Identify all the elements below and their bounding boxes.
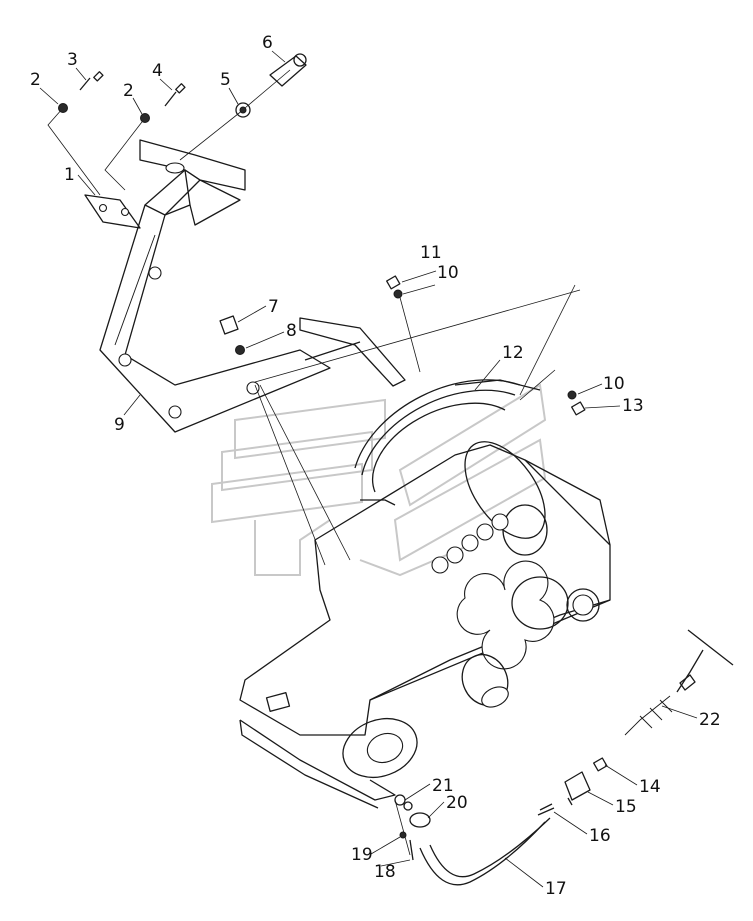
washer-part-2-left <box>58 103 68 113</box>
bolt-part-11 <box>386 275 401 290</box>
bolt-part-18 <box>409 839 414 861</box>
bracket-arm-part-9 <box>99 139 406 433</box>
callout-label: 20 <box>446 793 468 813</box>
bolt-part-6 <box>269 53 307 87</box>
leader-lines <box>47 69 581 856</box>
callout-labels: 1 2 2 3 4 5 6 7 8 9 10 10 11 12 13 14 15… <box>30 33 721 899</box>
oring-part-20 <box>409 812 431 828</box>
callout-label: 3 <box>67 50 78 70</box>
callout-label: 10 <box>437 263 459 283</box>
washer-part-10-right <box>567 390 577 400</box>
callout-label: 6 <box>262 33 273 53</box>
washer-part-8 <box>235 345 245 355</box>
callout-label: 13 <box>622 396 644 416</box>
seal-part-19 <box>399 831 407 839</box>
bolt-part-13 <box>571 401 586 416</box>
callout-label: 12 <box>502 343 524 363</box>
callout-label: 18 <box>374 862 396 882</box>
plug-part-14 <box>593 757 608 772</box>
callout-label: 8 <box>286 321 297 341</box>
callout-label: 9 <box>114 415 125 435</box>
callout-label: 7 <box>268 297 279 317</box>
gearbox-housing-part-12 <box>239 379 611 809</box>
callout-label: 1 <box>64 165 75 185</box>
bolt-part-4 <box>164 83 186 107</box>
callout-label: 4 <box>152 61 163 81</box>
callout-label: 21 <box>432 776 454 796</box>
hose-clamp-part-16 <box>537 803 555 816</box>
callout-label: 15 <box>615 797 637 817</box>
callout-label: 10 <box>603 374 625 394</box>
callout-leaders <box>39 50 698 888</box>
washer-part-10-top <box>393 289 403 299</box>
fitting-part-15 <box>564 771 591 806</box>
callout-label: 11 <box>420 243 442 263</box>
callout-label: 2 <box>30 70 41 90</box>
watermark-logo <box>211 383 547 577</box>
drain-hose-part-17 <box>419 817 551 886</box>
callout-label: 22 <box>699 710 721 730</box>
cover-plate-part-1 <box>84 194 141 229</box>
callout-label: 14 <box>639 777 661 797</box>
bolt-part-3 <box>79 71 104 91</box>
bolt-part-7 <box>219 315 239 335</box>
callout-label: 5 <box>220 70 231 90</box>
callout-label: 16 <box>589 826 611 846</box>
callout-label: 19 <box>351 845 373 865</box>
washer-part-2-right <box>140 113 150 123</box>
callout-label: 17 <box>545 879 567 899</box>
washer-part-5 <box>235 102 251 118</box>
dipstick-part-22 <box>624 629 734 736</box>
callout-label: 2 <box>123 81 134 101</box>
